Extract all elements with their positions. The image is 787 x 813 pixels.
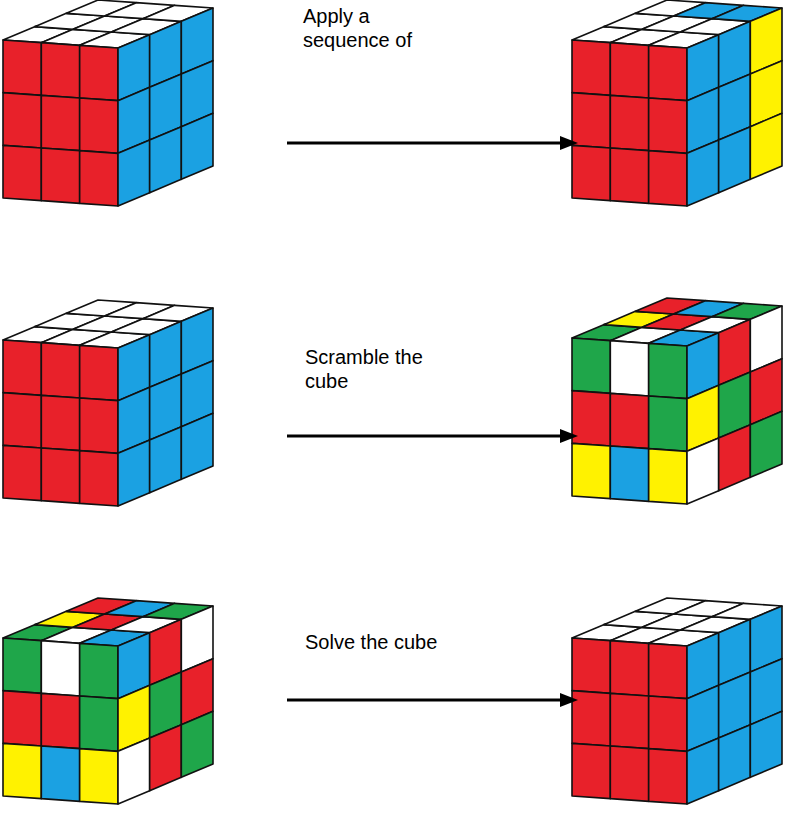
cube-sticker <box>181 413 213 479</box>
step-label: Apply a sequence of <box>303 4 433 52</box>
cube-sticker <box>41 43 79 98</box>
cube-sticker <box>649 449 687 504</box>
arrow-head <box>560 429 578 443</box>
cube-sticker <box>649 45 687 100</box>
cube-sticker <box>610 341 648 396</box>
cube-sticker <box>41 448 79 503</box>
cube-sticker <box>750 411 782 477</box>
cube-sticker <box>572 743 610 798</box>
cube-sticker <box>41 95 79 150</box>
cube-sticker <box>649 643 687 698</box>
cube-sticker <box>3 691 41 746</box>
arrow-shaft <box>287 699 562 702</box>
cube-sticker <box>80 45 118 100</box>
cube-sticker <box>80 749 118 804</box>
cube-sticker <box>719 127 751 193</box>
cube-sticker <box>3 145 41 200</box>
cube-sticker <box>118 738 150 804</box>
cube-sticker <box>3 393 41 448</box>
arrow-shaft <box>287 435 562 438</box>
cube-sticker <box>610 148 648 203</box>
cube-sticker <box>3 40 41 95</box>
cube-illustration <box>572 298 782 504</box>
cube-sticker <box>610 693 648 748</box>
cube-sticker <box>80 643 118 698</box>
cube-illustration <box>3 300 213 506</box>
cube-sticker <box>610 446 648 501</box>
arrow <box>287 693 578 707</box>
cube-sticker <box>80 398 118 453</box>
cube-group <box>3 0 782 804</box>
cube-sticker <box>41 148 79 203</box>
arrow-shaft <box>287 142 562 145</box>
cube-sticker <box>80 451 118 506</box>
cube-illustration <box>572 598 782 804</box>
cube-sticker <box>41 746 79 801</box>
cube-sticker <box>181 113 213 179</box>
cube-sticker <box>3 340 41 395</box>
cube-sticker <box>649 749 687 804</box>
cube-sticker <box>649 343 687 398</box>
cube-sticker <box>687 140 719 206</box>
cube-sticker <box>750 711 782 777</box>
cube-sticker <box>687 738 719 804</box>
cube-sticker <box>572 638 610 693</box>
cube-sticker <box>3 743 41 798</box>
cube-sticker <box>118 440 150 506</box>
cube-illustration <box>3 0 213 206</box>
cube-sticker <box>572 391 610 446</box>
cube-sticker <box>610 393 648 448</box>
cube-sticker <box>150 725 182 791</box>
cube-sticker <box>649 98 687 153</box>
cube-sticker <box>80 696 118 751</box>
arrow <box>287 136 578 150</box>
cube-sticker <box>150 127 182 193</box>
cube-sticker <box>80 151 118 206</box>
cube-sticker <box>610 746 648 801</box>
cube-sticker <box>649 696 687 751</box>
step-label: Scramble the cube <box>305 345 435 393</box>
cube-sticker <box>41 343 79 398</box>
cube-sticker <box>572 443 610 498</box>
arrow <box>287 429 578 443</box>
cube-sticker <box>610 43 648 98</box>
cube-sticker <box>41 641 79 696</box>
cube-sticker <box>150 427 182 493</box>
cube-sticker <box>572 338 610 393</box>
cube-sticker <box>687 438 719 504</box>
cube-sticker <box>649 396 687 451</box>
cube-sticker <box>572 93 610 148</box>
cube-sticker <box>649 151 687 206</box>
cube-sticker <box>719 725 751 791</box>
cube-sticker <box>3 445 41 500</box>
cube-sticker <box>750 113 782 179</box>
cube-sticker <box>3 638 41 693</box>
cube-sticker <box>41 395 79 450</box>
cube-sticker <box>3 93 41 148</box>
arrow-head <box>560 136 578 150</box>
cube-sticker <box>719 425 751 491</box>
step-label: Solve the cube <box>305 630 485 654</box>
cube-sticker <box>80 345 118 400</box>
cube-sticker <box>181 711 213 777</box>
arrow-head <box>560 693 578 707</box>
cube-sticker <box>118 140 150 206</box>
cube-sticker <box>610 641 648 696</box>
cube-illustration <box>572 0 782 206</box>
cube-sticker <box>572 40 610 95</box>
cube-sticker <box>610 95 648 150</box>
cube-sticker <box>41 693 79 748</box>
cube-illustration <box>3 598 213 804</box>
cube-sticker <box>572 145 610 200</box>
cube-sticker <box>572 691 610 746</box>
cube-sticker <box>80 98 118 153</box>
